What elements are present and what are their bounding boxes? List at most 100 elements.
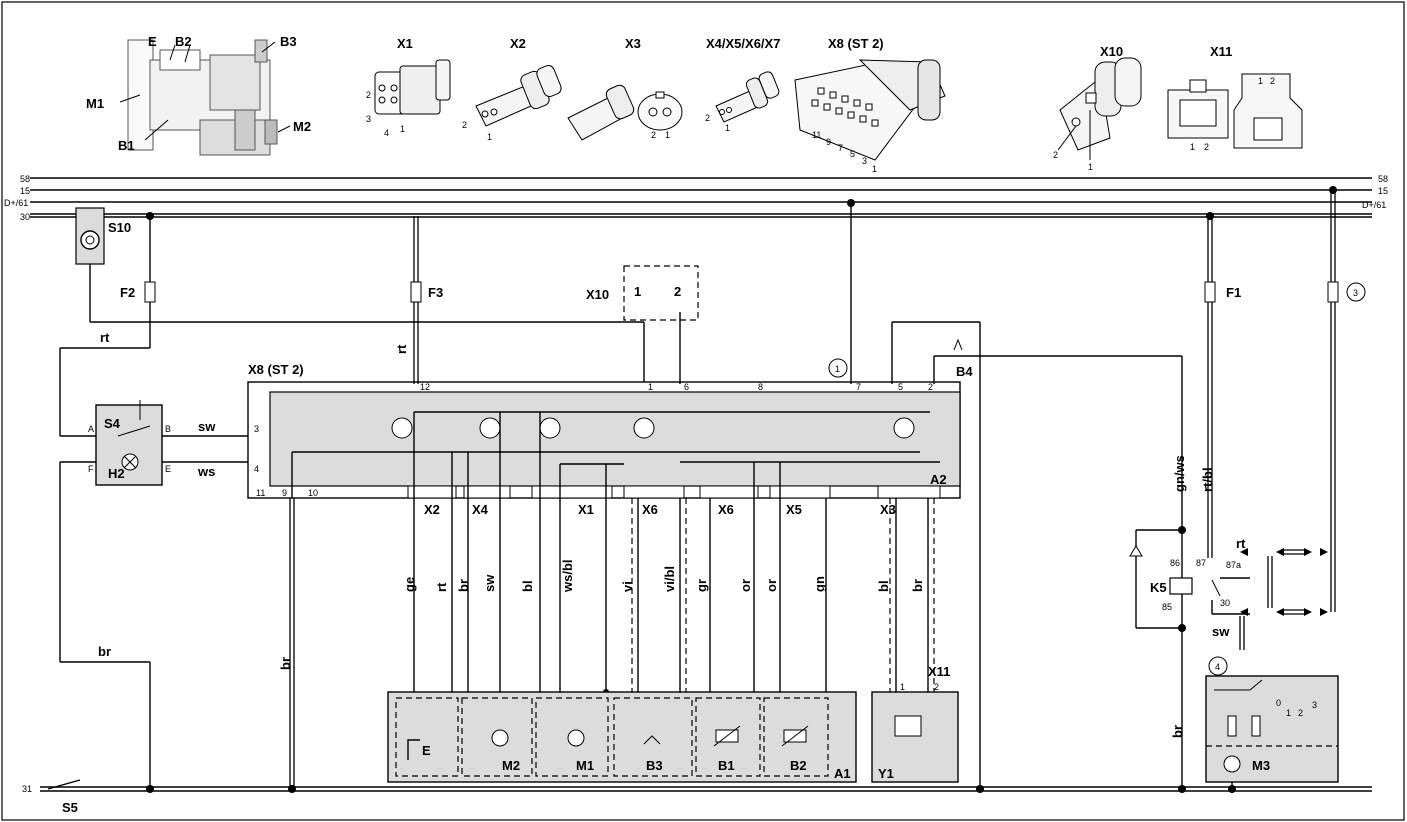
s4-pin-a: A: [88, 424, 94, 434]
x11-connector-sketch: [1167, 73, 1303, 149]
s4-pin-e: E: [165, 464, 171, 474]
k5-pin-87: 87: [1196, 558, 1206, 568]
s4-label: S4: [104, 416, 121, 431]
wire-rt-k5-label: rt: [1236, 536, 1246, 551]
x8-bottom-pin-9: 9: [282, 488, 287, 498]
a2-control-unit: [269, 391, 961, 487]
plug-arrows: [1239, 548, 1328, 650]
label-m1: M1: [86, 96, 104, 111]
x8-top-pin-2: 2: [928, 382, 933, 392]
x4-pin-2: 2: [705, 113, 710, 123]
s4-pin-b: B: [165, 424, 171, 434]
f1-fuse: [1204, 281, 1216, 303]
node-31-a: [146, 785, 154, 793]
rail-d61-right: D+/61: [1362, 200, 1386, 210]
x3-title: X3: [625, 36, 641, 51]
conn-x6b-label: X6: [718, 502, 734, 517]
x3-pin-2: 2: [651, 130, 656, 140]
x4-connector-sketch: [715, 71, 780, 123]
m3-pos-0: 0: [1276, 698, 1281, 708]
y1-valve-icon: [894, 715, 922, 737]
wire-vibl-label-x6: vi/bl: [662, 566, 677, 592]
a1-part-m2: M2: [502, 758, 520, 773]
x1-pin-2: 2: [366, 90, 371, 100]
k5-relay-coil: [1169, 577, 1193, 595]
conn-x6a-label: X6: [642, 502, 658, 517]
x10-box-title: X10: [586, 287, 609, 302]
s4-contact: [117, 425, 151, 437]
a2-label: A2: [930, 472, 947, 487]
x8-pin-9: 9: [826, 137, 831, 147]
a1-part-b2: B2: [790, 758, 807, 773]
wire-br-label-left: br: [98, 644, 111, 659]
rail-58-left: 58: [20, 174, 30, 184]
node-31-c: [288, 785, 296, 793]
x8-top-pin-5: 5: [898, 382, 903, 392]
m3-pos-1: 1: [1286, 708, 1291, 718]
a1-part-icons: [407, 725, 809, 760]
x2-pin-1: 1: [487, 132, 492, 142]
note-circle-4-label: 4: [1215, 662, 1220, 672]
x1-pin-3: 3: [366, 114, 371, 124]
x2-connector-sketch: [475, 65, 562, 127]
connector-blocks: [407, 485, 941, 499]
x8-pin-3: 3: [862, 156, 867, 166]
y1-pin-1: 1: [900, 682, 905, 692]
wire-sw-label: sw: [198, 419, 216, 434]
wire-ge-label: ge: [402, 577, 417, 592]
s10-switch: [75, 207, 105, 265]
a1-part-m1: M1: [576, 758, 594, 773]
b4-label: B4: [956, 364, 973, 379]
wire-br-label-x3: br: [910, 579, 925, 592]
x8-top-pin-7: 7: [856, 382, 861, 392]
y1-module: [871, 691, 959, 783]
x10-title: X10: [1100, 44, 1123, 59]
f3-fuse: [410, 281, 422, 303]
note-circle-3: [1346, 282, 1366, 302]
wire-br-x8-label: br: [278, 657, 293, 670]
x8-pin-5: 5: [850, 149, 855, 159]
m3-pos-2: 2: [1298, 708, 1303, 718]
x8-bottom-pin-10: 10: [308, 488, 318, 498]
conn-x3-label: X3: [880, 502, 896, 517]
wire-rt-label-x2: rt: [434, 582, 449, 592]
wire-wsbl-label-x1: ws/bl: [560, 559, 575, 593]
x10-box-pin1: 1: [634, 284, 641, 299]
shield-dashes: [631, 498, 935, 692]
x8-top-pin-12: 12: [420, 382, 430, 392]
wire-gr-label-x6: gr: [694, 579, 709, 592]
m3-internals: [1214, 679, 1263, 773]
x10-connector-sketch: [1057, 57, 1142, 160]
node-15: [1329, 186, 1337, 194]
wire-vi-label-x6: vi: [620, 581, 635, 592]
a1-part-b3: B3: [646, 758, 663, 773]
x8-left-pin-4: 4: [254, 464, 259, 474]
wire-bl-label-x3: bl: [876, 580, 891, 592]
label-b1: B1: [118, 138, 135, 153]
wire-br-right-label: br: [1170, 725, 1185, 738]
x10-pin-2: 2: [1053, 150, 1058, 160]
x1-title: X1: [397, 36, 413, 51]
wire-sw-k5-label: sw: [1212, 624, 1230, 639]
rail-31-left: 31: [22, 784, 32, 794]
wire-gnws-label: gn/ws: [1172, 455, 1187, 492]
wire-bl-label-x1: bl: [520, 580, 535, 592]
x10-box-pin2: 2: [674, 284, 681, 299]
x3-connector-sketch: [567, 84, 683, 141]
k5-pin-85: 85: [1162, 602, 1172, 612]
label-m2: M2: [293, 119, 311, 134]
wire-br-label-x2: br: [456, 579, 471, 592]
x8-top-pin-1: 1: [648, 382, 653, 392]
wire-sw-label-x4: sw: [482, 574, 497, 592]
x10-dashed-box: [623, 265, 699, 321]
m3-pos-3: 3: [1312, 700, 1317, 710]
conn-x5-label: X5: [786, 502, 802, 517]
f1-label: F1: [1226, 285, 1241, 300]
x1-pin-4: 4: [384, 128, 389, 138]
node-31-e: [1228, 785, 1236, 793]
s4-h2-box: [95, 404, 163, 486]
x8-left-pin-3: 3: [254, 424, 259, 434]
h2-label: H2: [108, 466, 125, 481]
x10-pin-1: 1: [1088, 162, 1093, 172]
x1-connector-sketch: [374, 59, 451, 115]
